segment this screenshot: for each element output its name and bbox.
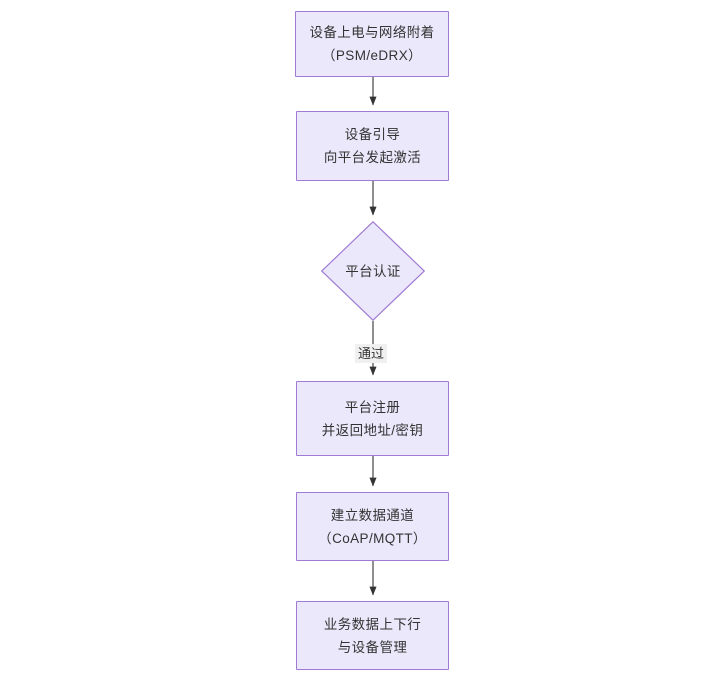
- edge-label-pass: 通过: [355, 344, 388, 363]
- node-device-bootstrap[interactable]: 设备引导 向平台发起激活: [296, 111, 449, 181]
- node-label-line: 向平台发起激活: [323, 150, 422, 165]
- node-label-line: （CoAP/MQTT）: [318, 530, 427, 546]
- node-label-line: （PSM/eDRX）: [321, 48, 423, 63]
- node-platform-authentication[interactable]: 平台认证: [321, 221, 425, 321]
- diamond-shape-icon: [321, 221, 425, 321]
- node-business-data-and-device-management[interactable]: 业务数据上下行 与设备管理: [296, 601, 449, 670]
- node-label-line: 平台注册: [344, 399, 401, 415]
- node-label-line: 设备上电与网络附着: [309, 25, 435, 40]
- node-label-line: 业务数据上下行: [323, 616, 422, 632]
- node-establish-data-channel[interactable]: 建立数据通道 （CoAP/MQTT）: [296, 492, 449, 561]
- node-platform-registration[interactable]: 平台注册 并返回地址/密钥: [296, 381, 449, 456]
- node-label-line: 与设备管理: [337, 639, 408, 655]
- node-device-power-on[interactable]: 设备上电与网络附着 （PSM/eDRX）: [295, 11, 449, 77]
- node-label-line: 平台认证: [345, 263, 401, 279]
- node-label-line: 建立数据通道: [330, 507, 415, 523]
- node-label-line: 并返回地址/密钥: [321, 422, 424, 438]
- node-label-line: 设备引导: [344, 127, 401, 142]
